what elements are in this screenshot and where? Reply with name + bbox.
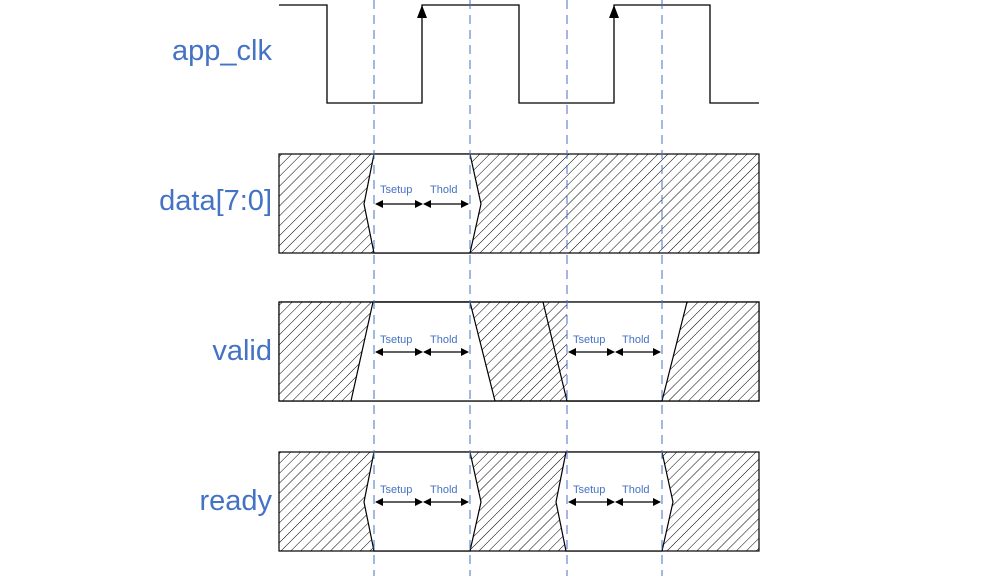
data-waveform <box>278 153 760 254</box>
signal-label-ready: ready <box>199 485 272 517</box>
clk-rising-edge-arrow <box>609 5 619 18</box>
app-clk-waveform <box>279 4 759 104</box>
clock-edge-guides <box>373 0 663 576</box>
clk-rising-edge-arrow <box>417 5 427 18</box>
signal-label-data: data[7:0] <box>159 185 272 217</box>
thold-label: Thold <box>622 484 650 496</box>
tsetup-label: Tsetup <box>380 184 412 196</box>
ready-waveform <box>278 451 760 552</box>
tsetup-label: Tsetup <box>380 334 412 346</box>
valid-timing-annotations: Tsetup Thold Tsetup Thold <box>375 334 661 356</box>
tsetup-label: Tsetup <box>573 484 605 496</box>
data-timing-annotations: Tsetup Thold <box>375 184 469 208</box>
signal-label-valid: valid <box>212 335 272 367</box>
thold-label: Thold <box>430 334 458 346</box>
thold-label: Thold <box>430 184 458 196</box>
ready-timing-annotations: Tsetup Thold Tsetup Thold <box>375 484 661 506</box>
valid-waveform <box>278 301 760 402</box>
tsetup-label: Tsetup <box>573 334 605 346</box>
tsetup-label: Tsetup <box>380 484 412 496</box>
thold-label: Thold <box>622 334 650 346</box>
signal-label-app-clk: app_clk <box>172 35 272 67</box>
thold-label: Thold <box>430 484 458 496</box>
